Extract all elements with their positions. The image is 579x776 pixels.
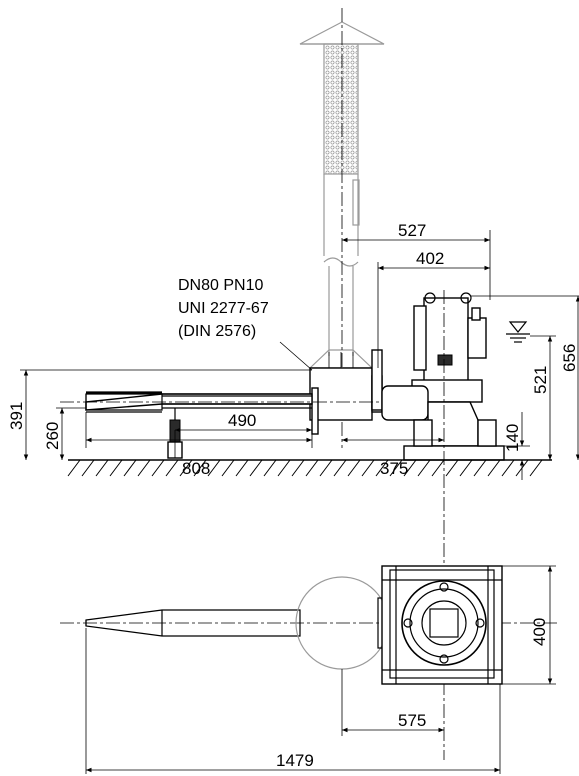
dim-521: 521	[531, 366, 550, 394]
plan-view	[60, 565, 560, 685]
dim-575: 575	[398, 711, 426, 730]
water-level-symbol	[506, 321, 530, 343]
dimension-lines-plan	[85, 565, 556, 774]
dim-140: 140	[503, 424, 522, 452]
dim-1479: 1479	[276, 751, 314, 770]
vent-filter	[323, 43, 359, 175]
dim-391: 391	[7, 402, 26, 430]
dim-656: 656	[560, 344, 579, 372]
flange-connection	[309, 349, 383, 435]
flange-spec-line1: DN80 PN10	[178, 277, 263, 294]
dim-490: 490	[228, 411, 256, 430]
dim-260: 260	[43, 422, 62, 450]
flange-spec-line3: (DIN 2576)	[178, 323, 256, 340]
flange-spec-line2: UNI 2277-67	[178, 300, 269, 317]
submersible-pump	[381, 292, 505, 461]
ground-line	[67, 459, 552, 477]
dim-527: 527	[398, 221, 426, 240]
dimension-lines-elevation	[20, 230, 579, 480]
dim-400: 400	[530, 618, 549, 646]
dim-375: 375	[380, 459, 408, 478]
dim-402: 402	[416, 249, 444, 268]
dim-808: 808	[182, 459, 210, 478]
